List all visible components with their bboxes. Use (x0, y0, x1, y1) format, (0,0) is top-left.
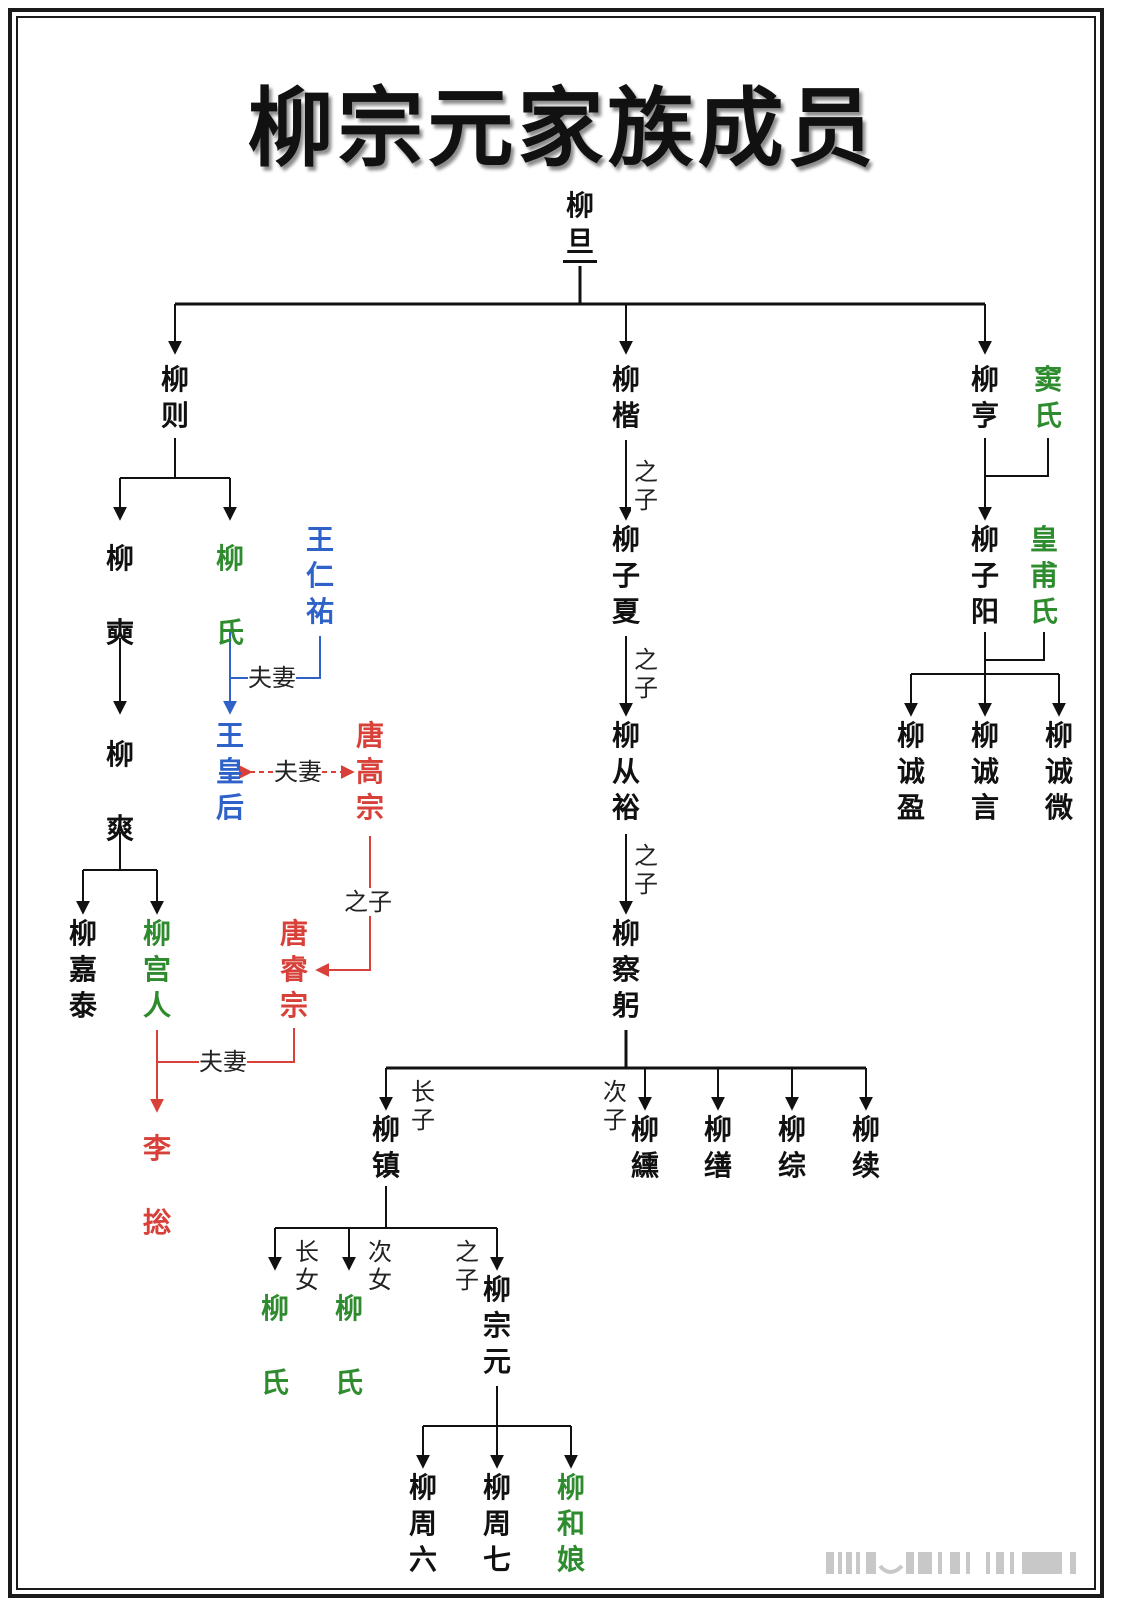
node-liu-zixia: 柳子夏 (611, 523, 640, 628)
node-liu-zhouqi: 柳周七 (482, 1471, 511, 1576)
relation-eldest-son-label: 长子 (408, 1078, 438, 1134)
relation-second-son-label: 次子 (600, 1078, 630, 1134)
node-dou-shi: 窦氏 (1033, 363, 1062, 432)
relation-second-daughter-label: 次女 (365, 1238, 395, 1294)
node-liu-shi-elder: 柳氏 (260, 1292, 289, 1399)
node-liu-zong: 柳综 (777, 1113, 806, 1182)
outer-frame (8, 8, 1104, 1598)
node-liu-ziyang: 柳子阳 (970, 523, 999, 628)
node-tang-gaozong: 唐高宗 (355, 719, 384, 824)
node-liu-shuang1: 柳奭 (105, 542, 134, 649)
inner-frame (16, 16, 1096, 1590)
node-li-hui: 李捴 (142, 1132, 171, 1239)
relation-couple-label: 夫妻 (248, 664, 296, 692)
node-liu-xun: 柳纁 (630, 1113, 659, 1182)
node-liu-shi-daughter: 柳氏 (215, 542, 244, 649)
node-liu-congyu: 柳从裕 (611, 719, 640, 824)
node-liu-chengwei: 柳诚微 (1044, 719, 1073, 824)
relation-son-label: 之子 (344, 888, 392, 916)
node-liu-shuang2: 柳爽 (105, 738, 134, 845)
relation-couple-label: 夫妻 (199, 1048, 247, 1076)
watermark-graphic (826, 1552, 1076, 1574)
node-liu-chengying: 柳诚盈 (896, 719, 925, 824)
node-liu-zhen: 柳镇 (371, 1113, 400, 1182)
diagram-title: 柳宗元家族成员 (247, 78, 878, 179)
node-liu-gongren: 柳宫人 (142, 917, 171, 1022)
node-liu-chengyan: 柳诚言 (970, 719, 999, 824)
relation-son-label: 之子 (631, 458, 661, 514)
node-liu-kai: 柳楷 (611, 363, 640, 432)
node-tang-ruizong: 唐睿宗 (279, 917, 308, 1022)
relation-eldest-daughter-label: 长女 (292, 1238, 322, 1294)
node-liu-shi-younger: 柳氏 (334, 1292, 363, 1399)
node-liu-shan: 柳缮 (703, 1113, 732, 1182)
relation-couple-label: 夫妻 (274, 758, 322, 786)
node-liu-zongyuan: 柳宗元 (482, 1273, 511, 1378)
node-wang-huanghou: 王皇后 (215, 719, 244, 824)
node-liu-xu: 柳续 (851, 1113, 880, 1182)
node-wang-renyou: 王仁祐 (305, 523, 334, 628)
node-liu-jiatai: 柳嘉泰 (68, 917, 97, 1022)
node-liu-zhouliu: 柳周六 (408, 1471, 437, 1576)
node-huangfu-shi: 皇甫氏 (1029, 523, 1058, 628)
relation-son-label: 之子 (631, 646, 661, 702)
node-liu-heniang: 柳和娘 (556, 1471, 585, 1576)
node-liu-chagong: 柳察躬 (611, 917, 640, 1022)
relation-son-label: 之子 (452, 1238, 482, 1294)
node-liu-dan: 柳旦 (563, 188, 597, 263)
node-liu-ze: 柳则 (160, 363, 189, 432)
node-liu-heng: 柳亨 (970, 363, 999, 432)
relation-son-label: 之子 (631, 842, 661, 898)
